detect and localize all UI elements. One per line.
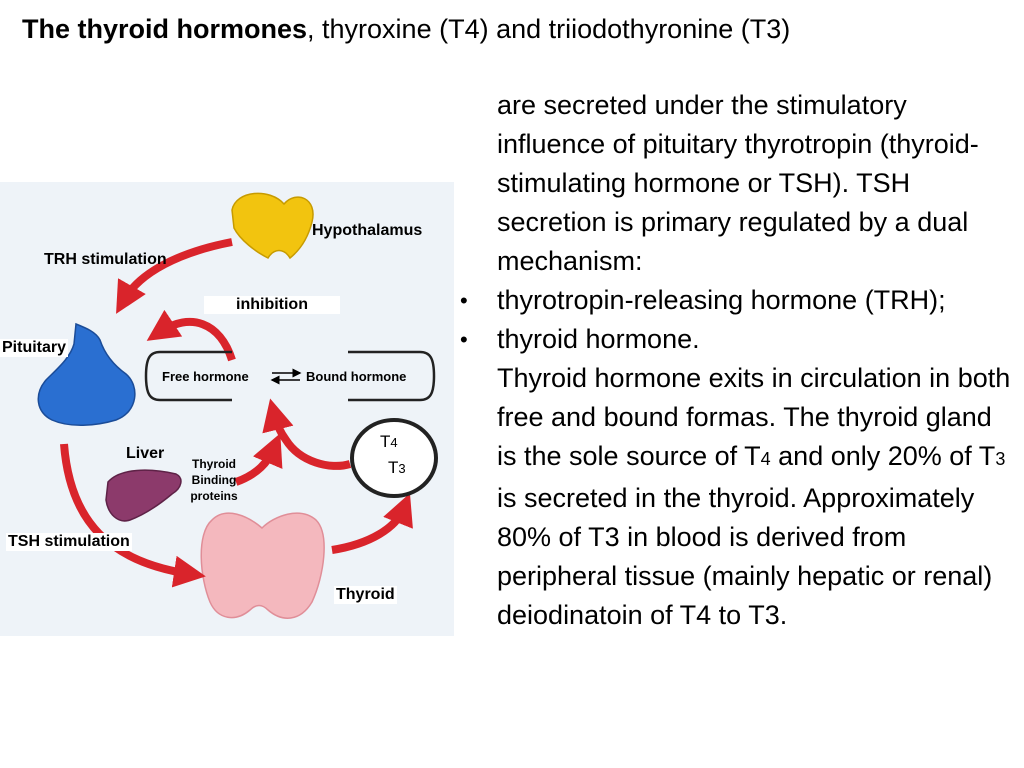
para2-part-c: is secreted in the thyroid. Approximatel… — [497, 483, 993, 630]
right-bracket — [348, 350, 436, 402]
thyroid-to-t4t3-arrow — [331, 493, 413, 554]
body-text: are secreted under the stimulatory influ… — [458, 86, 1018, 635]
hypothalamus-shape — [231, 192, 314, 260]
t3-label: T3 — [388, 458, 406, 477]
intro-paragraph: are secreted under the stimulatory influ… — [497, 90, 979, 276]
title-bold: The thyroid hormones — [22, 14, 308, 44]
pituitary-shape — [37, 322, 136, 427]
inhibition-arrow — [146, 309, 236, 362]
bullet-item-trh: • thyrotropin-releasing hormone (TRH); — [458, 281, 1018, 320]
liver-label: Liver — [126, 445, 165, 462]
hypothalamus-label: Hypothalamus — [312, 222, 423, 239]
bullet-text: thyroid hormone. — [497, 324, 700, 354]
thyroid-shape — [200, 512, 325, 619]
left-bracket — [144, 350, 232, 402]
para2-part-a: Thyroid hormone exits in circulation in … — [497, 363, 1011, 471]
t4-label: T4 — [380, 432, 398, 451]
inhibition-label: inhibition — [204, 296, 340, 314]
liver-shape — [105, 469, 182, 522]
diagram-artwork — [37, 192, 438, 619]
slide-title: The thyroid hormones, thyroxine (T4) and… — [22, 14, 790, 45]
bullet-item-thyroid: • thyroid hormone. — [458, 320, 1018, 359]
free-hormone-label: Free hormone — [162, 369, 249, 384]
subscript-3: 3 — [995, 449, 1006, 469]
bound-hormone-label: Bound hormone — [306, 369, 407, 384]
tsh-stimulation-label: TSH stimulation — [6, 533, 132, 551]
tbp-arrow — [234, 433, 283, 486]
trh-arrow — [116, 238, 233, 314]
pituitary-label: Pituitary — [0, 339, 69, 357]
thyroid-label: Thyroid — [334, 586, 397, 604]
bullet-marker: • — [460, 288, 468, 313]
subscript-4: 4 — [760, 449, 771, 469]
trh-stimulation-label: TRH stimulation — [44, 251, 167, 268]
circulation-paragraph: Thyroid hormone exits in circulation in … — [458, 359, 1018, 635]
t4t3-to-free-arrow — [262, 398, 352, 470]
bullet-text: thyrotropin-releasing hormone (TRH); — [497, 285, 946, 315]
thyroid-regulation-diagram: Hypothalamus TRH stimulation inhibition … — [0, 182, 454, 636]
title-rest: , thyroxine (T4) and triiodothyronine (T… — [307, 14, 791, 44]
bullet-marker: • — [460, 327, 468, 352]
para2-part-b: and only 20% of T — [770, 441, 996, 471]
t4-t3-circle — [350, 418, 438, 498]
